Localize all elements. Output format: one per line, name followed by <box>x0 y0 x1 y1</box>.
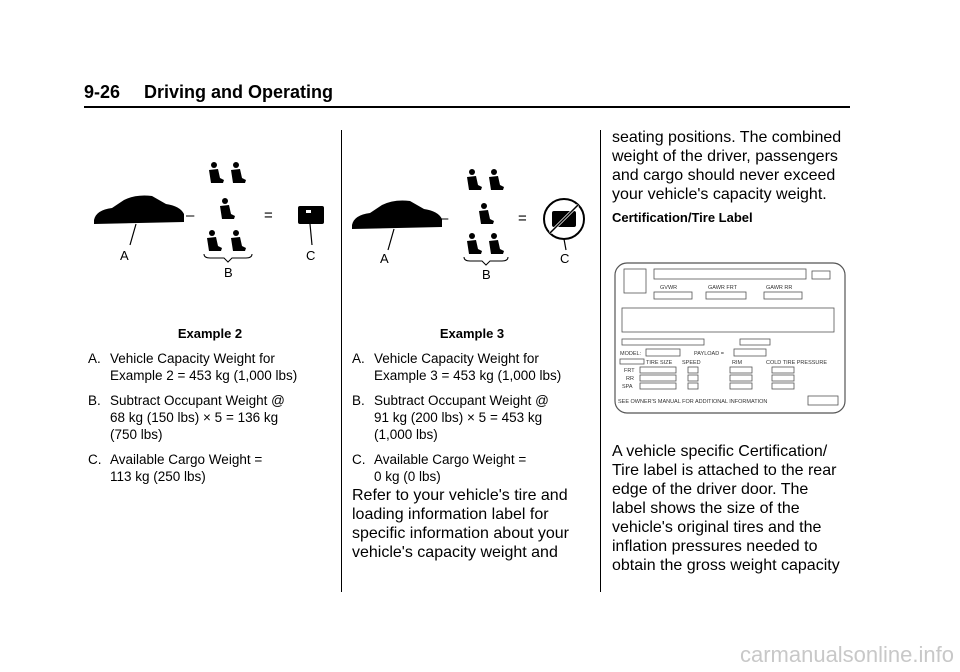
svg-text:COLD TIRE PRESSURE: COLD TIRE PRESSURE <box>766 360 827 366</box>
svg-text:SPEED: SPEED <box>682 360 701 366</box>
watermark: carmanualsonline.info <box>739 642 954 667</box>
svg-text:RR: RR <box>626 376 634 382</box>
svg-text:SEE OWNER'S MANUAL FOR ADDITIO: SEE OWNER'S MANUAL FOR ADDITIONAL INFORM… <box>618 399 767 405</box>
list-item: B. Subtract Occupant Weight @ 68 kg (150… <box>88 393 285 442</box>
column-divider-left <box>341 130 342 592</box>
svg-text:FRT: FRT <box>624 368 635 374</box>
tire-label-figure: GVWR GAWR FRT GAWR RR MODEL: PAYLOAD = T… <box>614 262 846 414</box>
svg-text:MODEL:: MODEL: <box>620 351 642 357</box>
example-2-caption: Example 2 <box>177 326 243 341</box>
no-cargo-icon <box>543 198 585 240</box>
label-a: A <box>120 248 129 263</box>
svg-text:GVWR: GVWR <box>660 285 677 291</box>
certification-subheading: Certification/Tire Label <box>612 210 753 225</box>
svg-text:SPA: SPA <box>622 384 633 390</box>
occupant-icons <box>207 162 246 251</box>
label-c: C <box>306 248 315 263</box>
minus-sign: – <box>186 207 195 224</box>
cargo-icon <box>298 206 324 224</box>
list-item: C. Available Cargo Weight = 0 kg (0 lbs) <box>352 452 527 484</box>
equals-sign: = <box>264 207 273 224</box>
equals-sign: = <box>518 210 527 227</box>
column-divider-right <box>600 130 601 592</box>
list-item: A. Vehicle Capacity Weight for Example 2… <box>88 351 298 383</box>
certification-paragraph: A vehicle specific Certification/ Tire l… <box>612 443 840 574</box>
list-item: B. Subtract Occupant Weight @ 91 kg (200… <box>352 393 549 442</box>
car-icon <box>352 200 442 229</box>
section-title: Driving and Operating <box>144 82 334 102</box>
example-3-list: A. Vehicle Capacity Weight for Example 3… <box>352 350 602 493</box>
capacity-paragraph: Refer to your vehicle's tire and loading… <box>352 487 569 561</box>
label-b: B <box>224 265 233 280</box>
svg-text:TIRE SIZE: TIRE SIZE <box>646 360 673 366</box>
example-2-list: A. Vehicle Capacity Weight for Example 2… <box>88 350 338 493</box>
label-b: B <box>482 267 491 282</box>
svg-text:PAYLOAD =: PAYLOAD = <box>694 351 724 357</box>
occupant-icons <box>467 169 504 254</box>
car-icon <box>94 195 184 224</box>
minus-sign: – <box>440 210 449 227</box>
page-header: 9-26 Driving and Operating <box>84 80 850 108</box>
list-item: C. Available Cargo Weight = 113 kg (250 … <box>88 452 263 484</box>
seating-paragraph: seating positions. The combined weight o… <box>612 129 842 203</box>
svg-text:GAWR RR: GAWR RR <box>766 285 792 291</box>
example-3-figure: A – B = C <box>352 169 585 282</box>
label-c: C <box>560 251 569 266</box>
label-a: A <box>380 251 389 266</box>
example-3-caption: Example 3 <box>439 326 505 341</box>
svg-text:GAWR FRT: GAWR FRT <box>708 285 738 291</box>
page-number: 9-26 <box>84 82 121 102</box>
svg-text:RIM: RIM <box>732 360 743 366</box>
list-item: A. Vehicle Capacity Weight for Example 3… <box>352 351 562 383</box>
example-2-figure: A – B = C <box>94 162 324 280</box>
